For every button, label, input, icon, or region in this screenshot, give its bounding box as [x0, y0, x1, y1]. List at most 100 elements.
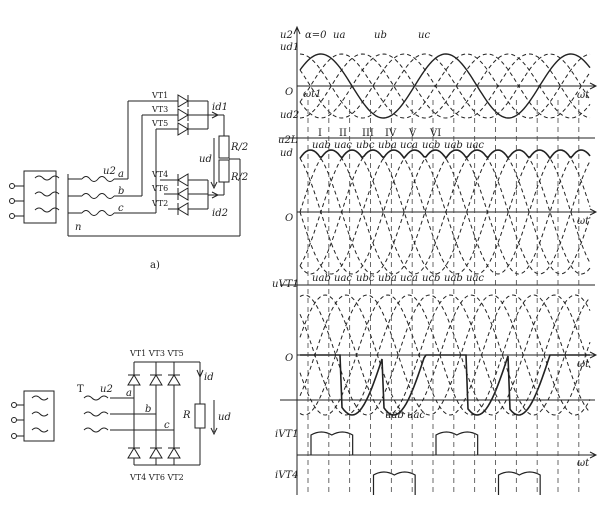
panel3-line-voltage-6: uab [444, 273, 463, 284]
vt-wave-1 [299, 294, 591, 416]
label-wt-4: ωt [577, 458, 590, 469]
waveform-curves [299, 53, 591, 495]
panel2-line-voltage-4: uca [400, 140, 418, 151]
ivt4-pulse-1 [372, 471, 416, 495]
panel2-line-voltage-3: uba [378, 140, 397, 151]
thyristor-vt1 [177, 94, 189, 108]
label-vt6: VT6 [151, 184, 168, 193]
label-ua: ua [333, 30, 345, 41]
label-uvt1-axis: uVT1 [272, 279, 299, 290]
label-phase-a: a [118, 169, 124, 180]
label-u2l-axis: u2L [278, 135, 298, 146]
panel2-line-voltage-6: uab [444, 140, 463, 151]
label-phase-c-b: c [164, 420, 170, 431]
panel3-line-voltage-4: uca [400, 273, 418, 284]
label-interval-3: III [362, 128, 374, 139]
label-origin-2: O [285, 213, 293, 224]
vt-wave-4 [299, 294, 591, 416]
label-alpha: α=0 [305, 30, 327, 41]
phase-wave-neg-1 [299, 53, 591, 119]
waveform-labels: u2 ud1 α=0 ua ub uc O ωt1 ωt ud2 u2L ud … [272, 30, 590, 481]
panel3-line-voltage-0: uab [312, 273, 331, 284]
label-vt1: VT1 [151, 91, 168, 100]
waveform-axes [280, 25, 598, 495]
uvt1-curve [300, 354, 590, 416]
phase-wave-2 [299, 53, 591, 119]
label-ivt4-axis: iVT4 [275, 470, 298, 481]
thyristor-vt4 [177, 173, 189, 187]
line-wave-1 [299, 149, 591, 275]
phase-wave-1 [299, 53, 591, 119]
panel2-line-voltage-2: ubc [356, 140, 375, 151]
label-uc: uc [418, 30, 430, 41]
phase-wave-neg-0 [299, 53, 591, 119]
panel3-line-voltage-3: uba [378, 273, 397, 284]
thyristor-vt3 [177, 108, 189, 122]
label-r-b: R [182, 410, 191, 421]
vt-wave-0 [299, 294, 591, 416]
circuit-b-labels: VT1 VT3 VT5 VT4 VT6 VT2 T u2 a b c id R … [77, 349, 231, 482]
line-wave-5 [299, 149, 591, 275]
label-phase-b-b: b [145, 404, 151, 415]
panel3-line-voltage-7: uac [466, 273, 484, 284]
panel2-line-voltage-7: uac [466, 140, 484, 151]
primary-coil-2 [34, 191, 60, 197]
ud-envelope [299, 149, 591, 160]
label-origin-1: O [285, 87, 293, 98]
resistor-r2-bottom [218, 159, 230, 183]
label-wt-3: ωt [577, 359, 590, 370]
label-ud-axis: ud [280, 148, 293, 159]
label-u2-axis: u2 [280, 30, 293, 41]
label-origin-3: O [285, 353, 293, 364]
label-id2: id2 [212, 208, 228, 219]
label-r-top: R/2 [230, 142, 248, 153]
panel2-line-voltage-5: ucb [422, 140, 440, 151]
circuit-a [9, 94, 241, 237]
label-u2-b: u2 [100, 384, 113, 395]
label-wt-1: ωt [577, 90, 590, 101]
resistor-r2-top [218, 135, 230, 159]
label-vt5: VT5 [151, 119, 168, 128]
label-id1: id1 [212, 102, 228, 113]
label-ud-b: ud [218, 412, 231, 423]
circuit-b [11, 361, 218, 466]
phase-wave-0 [299, 53, 591, 119]
label-ud: ud [199, 154, 212, 165]
label-ud2-axis: ud2 [280, 110, 299, 121]
label-uac-bottom: uac [407, 410, 425, 421]
label-phase-b: b [118, 186, 124, 197]
label-interval-2: II [339, 128, 347, 139]
line-wave-0 [299, 149, 591, 275]
ivt1-pulse-1 [310, 431, 354, 455]
label-phase-a-b: a [126, 388, 132, 399]
primary-coil-3 [34, 207, 60, 213]
thyristor-vt6 [177, 187, 189, 201]
label-vt2: VT2 [151, 199, 168, 208]
label-phase-c: c [118, 203, 124, 214]
label-vt3: VT3 [151, 105, 168, 114]
label-interval-6: VI [429, 128, 441, 139]
vt-wave-3 [299, 294, 591, 416]
panel3-line-voltage-5: ucb [422, 273, 440, 284]
panel3-line-voltage-1: uac [334, 273, 352, 284]
label-u2: u2 [103, 166, 116, 177]
label-uab-bottom: uab [385, 410, 404, 421]
panel2-line-voltage-1: uac [334, 140, 352, 151]
label-wt1: ωt1 [303, 89, 322, 100]
label-r-bottom: R/2 [230, 172, 248, 183]
label-vt-top-row: VT1 VT3 VT5 [129, 349, 184, 358]
label-interval-1: I [318, 128, 322, 139]
label-interval-5: V [408, 128, 417, 139]
label-ud1-axis: ud1 [280, 42, 299, 53]
primary-winding-frame [23, 170, 57, 224]
circuit-a-labels: VT1 VT3 VT5 VT4 VT6 VT2 u2 a b c n id1 i… [75, 91, 248, 271]
panel2-line-voltage-0: uab [312, 140, 331, 151]
label-id-b: id [204, 372, 214, 383]
label-ub: ub [374, 30, 387, 41]
caption-a: a) [150, 260, 160, 271]
label-vt-bottom-row: VT4 VT6 VT2 [129, 473, 184, 482]
label-interval-4: IV [385, 128, 397, 139]
thyristor-vt5 [177, 122, 189, 136]
primary-coil-1 [34, 175, 60, 181]
